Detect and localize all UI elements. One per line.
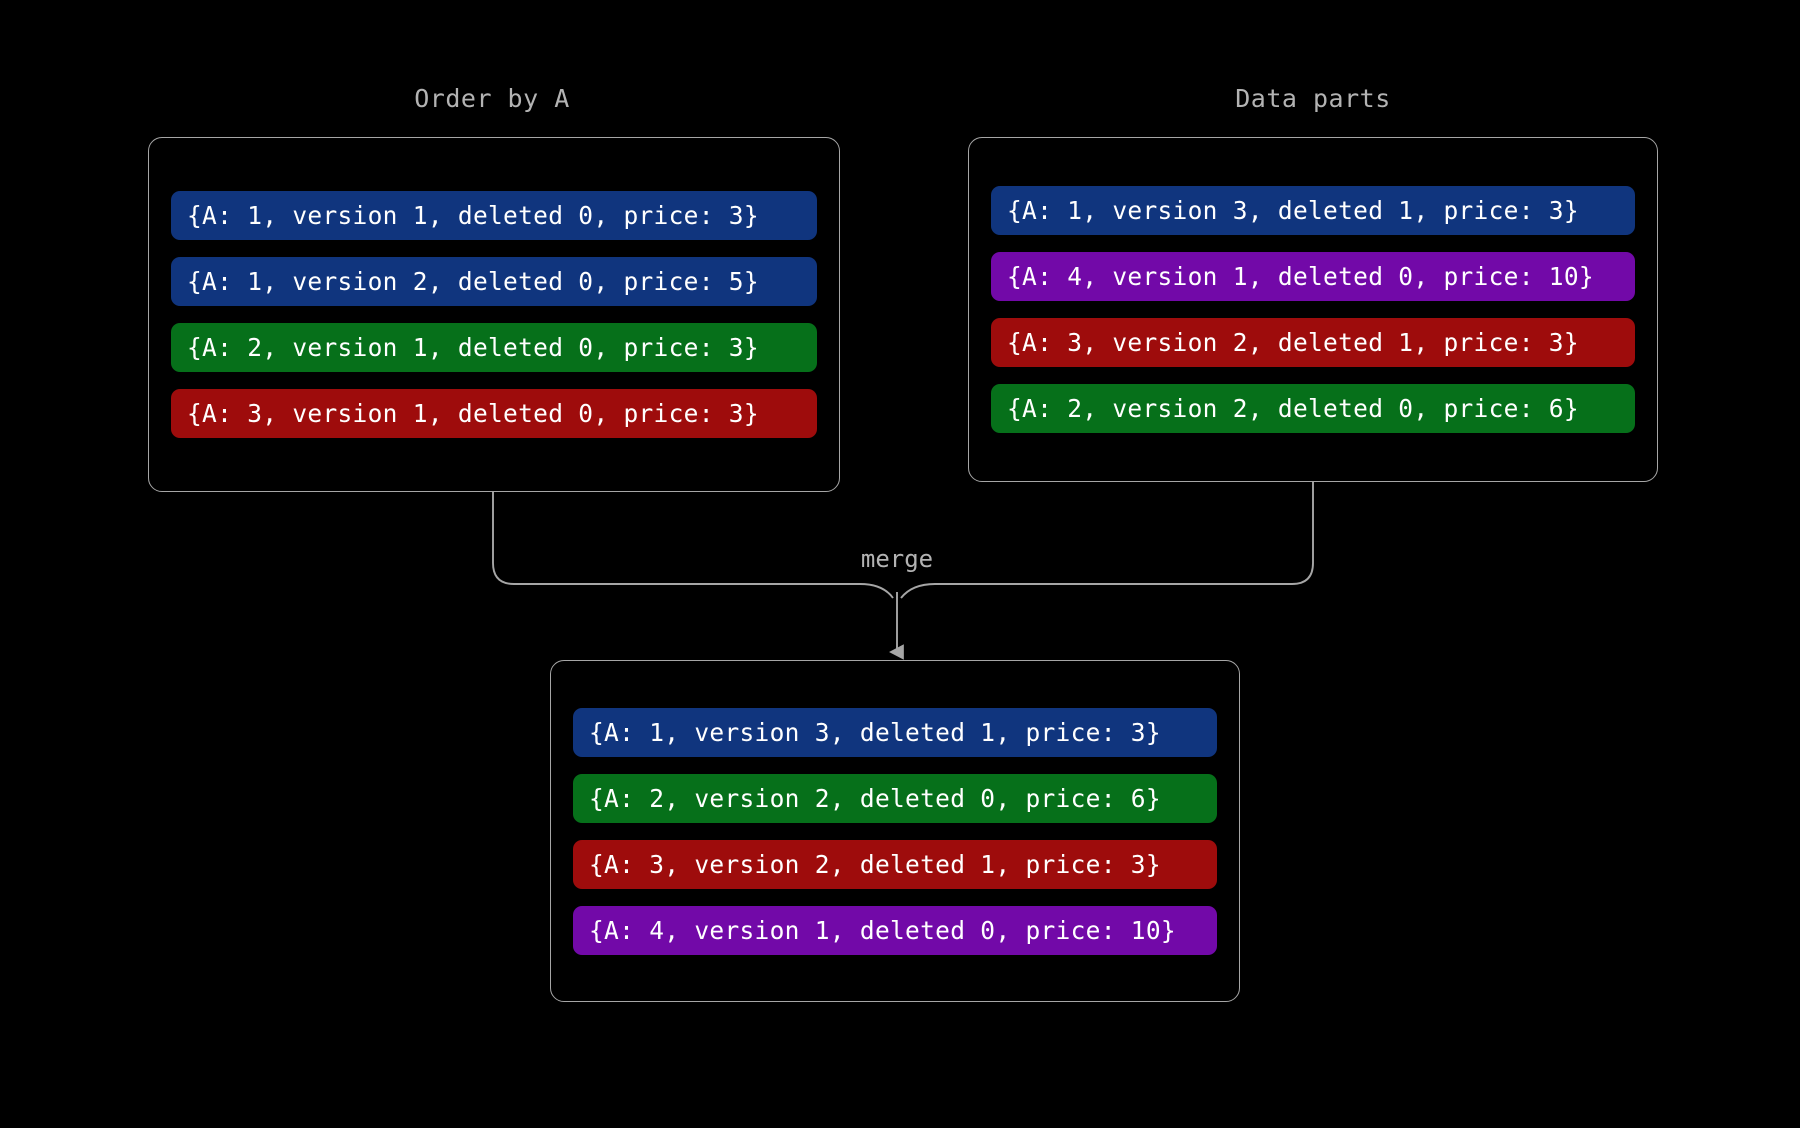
record-row: {A: 1, version 3, deleted 1, price: 3} bbox=[991, 186, 1635, 235]
data-parts-rows: {A: 1, version 3, deleted 1, price: 3} {… bbox=[969, 186, 1657, 433]
connector-path-right bbox=[900, 482, 1314, 599]
record-row: {A: 2, version 1, deleted 0, price: 3} bbox=[171, 323, 817, 372]
order-by-a-title: Order by A bbox=[414, 84, 570, 113]
record-row: {A: 4, version 1, deleted 0, price: 10} bbox=[573, 905, 1217, 955]
merged-result-panel: {A: 1, version 3, deleted 1, price: 3} {… bbox=[550, 660, 1240, 1002]
record-text: {A: 2, version 2, deleted 0, price: 6} bbox=[1007, 394, 1579, 423]
record-text: {A: 1, version 1, deleted 0, price: 3} bbox=[187, 201, 759, 230]
record-row: {A: 3, version 2, deleted 1, price: 3} bbox=[573, 839, 1217, 889]
order-by-a-panel: {A: 1, version 1, deleted 0, price: 3} {… bbox=[148, 137, 840, 492]
record-text: {A: 2, version 1, deleted 0, price: 3} bbox=[187, 333, 759, 362]
record-text: {A: 1, version 3, deleted 1, price: 3} bbox=[589, 717, 1161, 747]
record-row: {A: 3, version 1, deleted 0, price: 3} bbox=[171, 389, 817, 438]
record-text: {A: 3, version 2, deleted 1, price: 3} bbox=[589, 849, 1161, 879]
record-text: {A: 3, version 2, deleted 1, price: 3} bbox=[1007, 328, 1579, 357]
connector-path-left bbox=[492, 492, 894, 599]
order-by-a-rows: {A: 1, version 1, deleted 0, price: 3} {… bbox=[149, 191, 839, 438]
record-text: {A: 1, version 3, deleted 1, price: 3} bbox=[1007, 196, 1579, 225]
record-row: {A: 1, version 1, deleted 0, price: 3} bbox=[171, 191, 817, 240]
record-row: {A: 1, version 2, deleted 0, price: 5} bbox=[171, 257, 817, 306]
record-row: {A: 4, version 1, deleted 0, price: 10} bbox=[991, 252, 1635, 301]
record-row: {A: 2, version 2, deleted 0, price: 6} bbox=[573, 773, 1217, 823]
record-row: {A: 1, version 3, deleted 1, price: 3} bbox=[573, 707, 1217, 757]
record-row: {A: 3, version 2, deleted 1, price: 3} bbox=[991, 318, 1635, 367]
data-parts-title: Data parts bbox=[1235, 84, 1391, 113]
data-parts-panel: {A: 1, version 3, deleted 1, price: 3} {… bbox=[968, 137, 1658, 482]
merged-result-rows: {A: 1, version 3, deleted 1, price: 3} {… bbox=[551, 707, 1239, 955]
merge-label: merge bbox=[860, 545, 934, 573]
record-text: {A: 3, version 1, deleted 0, price: 3} bbox=[187, 399, 759, 428]
record-text: {A: 1, version 2, deleted 0, price: 5} bbox=[187, 267, 759, 296]
record-row: {A: 2, version 2, deleted 0, price: 6} bbox=[991, 384, 1635, 433]
record-text: {A: 2, version 2, deleted 0, price: 6} bbox=[589, 783, 1161, 813]
record-text: {A: 4, version 1, deleted 0, price: 10} bbox=[1007, 262, 1594, 291]
record-text: {A: 4, version 1, deleted 0, price: 10} bbox=[589, 915, 1176, 945]
